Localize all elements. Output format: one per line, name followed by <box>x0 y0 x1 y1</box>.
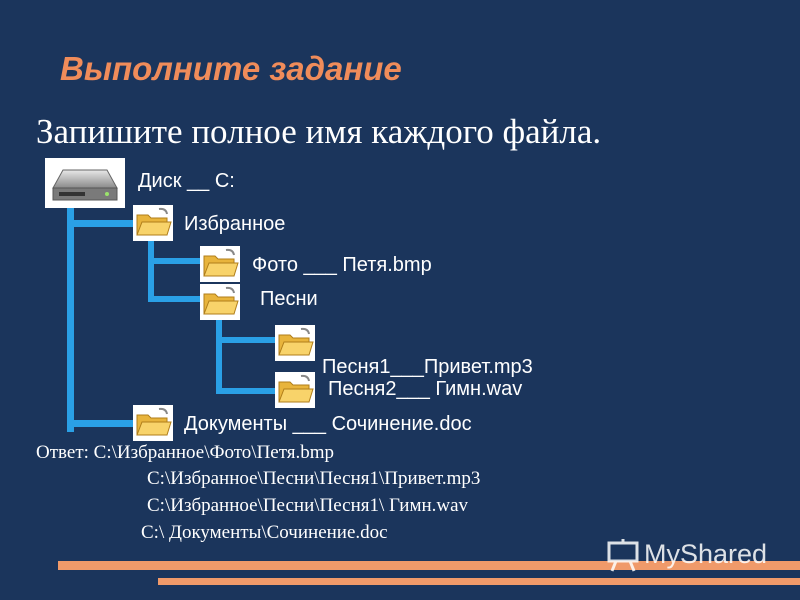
folder-icon <box>275 372 315 408</box>
tree-line-root-to-dokumenty <box>67 420 133 427</box>
accent-bar-bottom <box>158 578 800 585</box>
disk-drive-icon <box>45 158 125 208</box>
tree-line-to-pesnya2 <box>216 388 276 394</box>
presentation-board-icon <box>607 538 639 572</box>
slide-title: Выполните задание <box>60 50 402 87</box>
folder-icon <box>275 325 315 361</box>
tree-line-root-to-izbrannoe <box>67 220 133 227</box>
folder-icon <box>200 284 240 320</box>
watermark-logo: MyShared <box>606 534 796 574</box>
answer-line-3: С:\Избранное\Песни\Песня1\ Гимн.wav <box>147 495 469 516</box>
tree-line-to-pesni <box>148 296 202 302</box>
folder-icon <box>133 405 173 441</box>
folder-izbrannoe-label: Избранное <box>184 213 286 235</box>
answer-line-1: Ответ: С:\Избранное\Фото\Петя.bmp <box>36 442 335 463</box>
folder-pesnya1-label: Песня1___Привет.mp3 <box>322 356 533 378</box>
folder-icon <box>200 246 240 282</box>
watermark-text: MyShared <box>644 539 768 569</box>
folder-foto-label: Фото ___ Петя.bmp <box>252 254 432 276</box>
disk-label: Диск __ С: <box>138 170 235 192</box>
folder-pesni-label: Песни <box>260 288 318 310</box>
tree-line-root-vertical <box>67 208 74 432</box>
folder-pesnya2-label: Песня2___ Гимн.wav <box>328 378 523 400</box>
tree-line-to-pesnya1 <box>216 337 276 343</box>
tree-line-pesni-vertical <box>216 316 222 394</box>
answer-line-4: С:\ Документы\Сочинение.doc <box>141 522 388 543</box>
slide-subtitle: Запишите полное имя каждого файла. <box>36 112 602 151</box>
accent-bar-top <box>58 561 800 570</box>
tree-line-to-foto <box>148 258 202 264</box>
tree-line-izbrannoe-vertical <box>148 238 154 302</box>
answer-line-2: С:\Избранное\Песни\Песня1\Привет.mp3 <box>147 468 481 489</box>
folder-dokumenty-label: Документы ___ Сочинение.doc <box>184 413 472 435</box>
folder-icon <box>133 205 173 241</box>
